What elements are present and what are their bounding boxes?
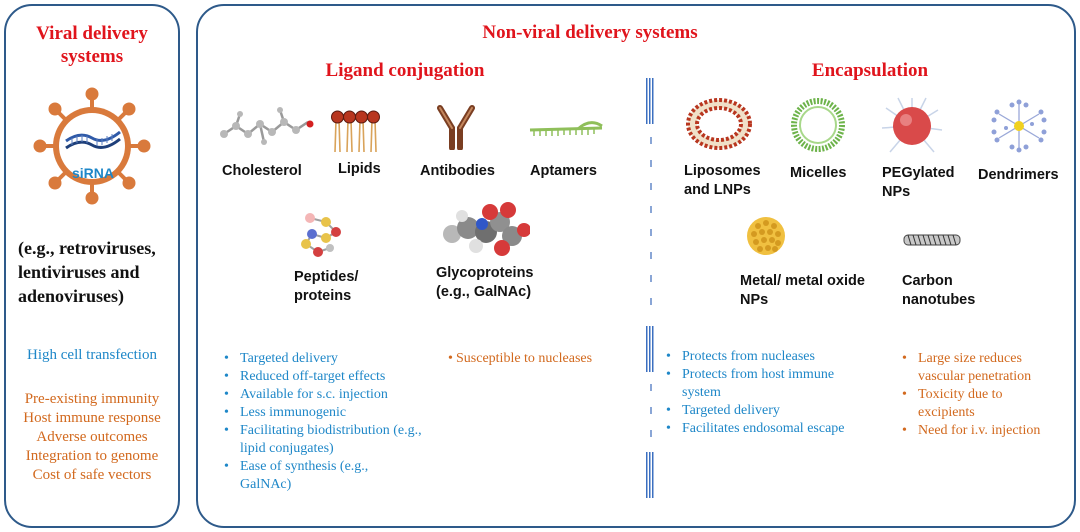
encap-item-nanotubes: Carbon nanotubes xyxy=(902,273,976,308)
micelle-icon xyxy=(791,98,845,152)
nonviral-panel xyxy=(196,4,1076,528)
list-item: Large size reduces vascular penetration xyxy=(900,350,1068,386)
encap-advantages-list: Protects from nucleases Protects from ho… xyxy=(664,348,884,438)
viral-con: Host immune response xyxy=(23,410,161,426)
peptide-icon xyxy=(301,213,341,257)
viral-con: Integration to genome xyxy=(25,448,159,464)
ligand-item-glycoproteins: Glycoproteins (e.g., GalNAc) xyxy=(436,265,534,300)
antibody-icon xyxy=(437,105,475,150)
list-item: Need for i.v. injection xyxy=(900,422,1070,440)
section-divider xyxy=(646,452,654,498)
section-divider xyxy=(646,326,654,372)
sirna-label: siRNA xyxy=(72,165,115,181)
nonviral-title: Non-viral delivery systems xyxy=(482,22,698,43)
divider-dash xyxy=(650,229,652,236)
ligand-disadvantages-list: Susceptible to nucleases xyxy=(446,350,636,368)
divider-dash xyxy=(650,160,652,167)
list-item: Reduced off-target effects xyxy=(222,368,432,386)
ligand-item-antibodies: Antibodies xyxy=(420,163,495,179)
viral-disadvantages: Pre-existing immunity Host immune respon… xyxy=(4,390,180,485)
lipids-icon xyxy=(331,110,380,153)
list-item: Facilitates endosomal escape xyxy=(664,420,884,438)
cholesterol-icon xyxy=(220,107,314,145)
divider-dash xyxy=(650,430,652,437)
encap-item-dendrimers: Dendrimers xyxy=(978,167,1059,183)
ligand-title: Ligand conjugation xyxy=(325,60,485,81)
viral-advantage: High cell transfection xyxy=(27,347,157,363)
viral-title: Viral delivery systems xyxy=(36,23,148,67)
encap-item-metal: Metal/ metal oxide NPs xyxy=(740,273,865,308)
glycoprotein-icon xyxy=(443,202,530,256)
viral-examples: (e.g., retroviruses, lentiviruses and ad… xyxy=(18,238,156,306)
ligand-item-cholesterol: Cholesterol xyxy=(222,163,302,179)
divider-dash xyxy=(650,206,652,213)
list-item: Facilitating biodistribution (e.g., lipi… xyxy=(222,422,432,458)
encap-item-pegylated: PEGylated NPs xyxy=(882,165,955,200)
list-item: Available for s.c. injection xyxy=(222,386,432,404)
ligand-item-aptamers: Aptamers xyxy=(530,163,597,179)
list-item: Protects from nucleases xyxy=(664,348,884,366)
virus-icon xyxy=(33,87,151,205)
list-item: Less immunogenic xyxy=(222,404,432,422)
carbon-nanotube-icon xyxy=(903,234,961,246)
divider-dash xyxy=(650,298,652,305)
liposome-icon xyxy=(686,98,752,150)
divider-dash xyxy=(650,137,652,144)
list-item: Susceptible to nucleases xyxy=(446,350,636,368)
viral-panel xyxy=(4,4,180,528)
list-item: Targeted delivery xyxy=(664,402,884,420)
ligand-item-peptides: Peptides/ proteins xyxy=(294,269,359,304)
viral-con: Pre-existing immunity xyxy=(24,391,160,407)
ligand-advantages-list: Targeted delivery Reduced off-target eff… xyxy=(222,350,432,494)
encap-disadvantages-list: Large size reduces vascular penetration … xyxy=(900,350,1070,440)
divider-dash xyxy=(650,384,652,391)
ligand-item-lipids: Lipids xyxy=(338,161,381,177)
list-item: Ease of synthesis (e.g., GalNAc) xyxy=(222,458,380,494)
divider-dash xyxy=(650,183,652,190)
encapsulation-title: Encapsulation xyxy=(811,60,929,81)
dendrimer-icon xyxy=(991,99,1047,153)
aptamer-icon xyxy=(529,121,603,136)
divider-dash xyxy=(650,275,652,282)
viral-con: Cost of safe vectors xyxy=(32,467,152,483)
divider-dash xyxy=(650,407,652,414)
viral-con: Adverse outcomes xyxy=(36,429,148,445)
divider-dash xyxy=(650,252,652,259)
list-item: Toxicity due to excipients xyxy=(900,386,1048,422)
encap-item-liposomes: Liposomes and LNPs xyxy=(684,163,761,198)
encap-item-micelles: Micelles xyxy=(790,165,847,181)
list-item: Protects from host immune system xyxy=(664,366,852,402)
list-item: Targeted delivery xyxy=(222,350,432,368)
section-divider xyxy=(646,78,654,124)
metal-np-icon xyxy=(747,217,785,255)
pegylated-np-icon xyxy=(881,97,943,153)
